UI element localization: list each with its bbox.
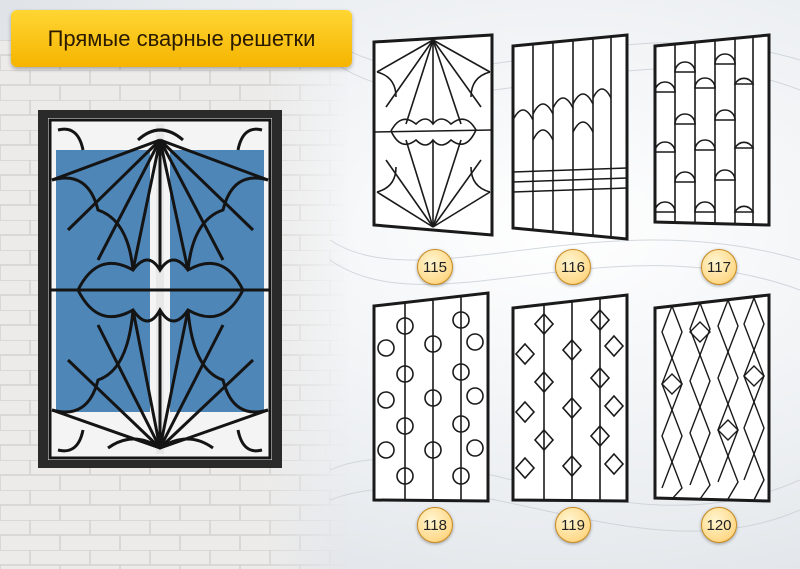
grille-115 (372, 33, 494, 237)
page-title: Прямые сварные решетки (11, 10, 352, 67)
model-number-116: 116 (555, 249, 591, 285)
model-number-117: 117 (701, 249, 737, 285)
grille-116 (511, 33, 629, 241)
model-number-120: 120 (701, 507, 737, 543)
window-illustration (38, 110, 282, 468)
grille-118 (372, 291, 490, 503)
grille-117 (653, 33, 771, 227)
model-number-119: 119 (555, 507, 591, 543)
model-number-115: 115 (417, 249, 453, 285)
grille-120 (653, 293, 771, 503)
grille-119 (511, 293, 629, 503)
model-number-118: 118 (417, 507, 453, 543)
